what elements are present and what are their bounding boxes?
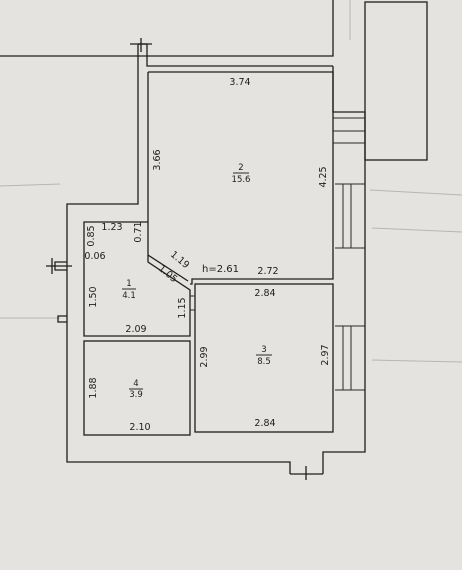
- dim-room1-left-lower: 1.50: [88, 286, 99, 307]
- dim-diagonal-outer: 1.19: [168, 249, 191, 271]
- dim-room1-right-upper: 0.71: [133, 221, 144, 242]
- dimension-labels: 3.74 3.66 4.25 2.72 1.19 1.05 1.23 0.85 …: [84, 77, 331, 433]
- dim-room4-left: 1.88: [88, 377, 99, 398]
- room-number: 3: [261, 345, 266, 355]
- section-marker-left: [46, 258, 72, 274]
- room-area: 4.1: [122, 291, 136, 301]
- dim-room2-right: 4.25: [318, 166, 329, 187]
- dim-room3-left: 2.99: [199, 346, 210, 367]
- window-middle: [335, 183, 365, 249]
- room-number: 1: [126, 279, 131, 289]
- room-area: 8.5: [257, 357, 271, 367]
- dim-diagonal-inner: 1.05: [156, 263, 179, 285]
- dim-room3-bottom: 2.84: [254, 418, 275, 429]
- ceiling-height-label: h=2.61: [202, 264, 239, 275]
- dim-room2-left: 3.66: [152, 149, 163, 170]
- room-1-label: 1 4.1: [122, 279, 136, 301]
- window-upper: [333, 117, 365, 144]
- room-area: 15.6: [232, 175, 251, 185]
- dim-room2-top: 3.74: [229, 77, 250, 88]
- dim-room1-left-upper: 0.85: [86, 225, 97, 246]
- dim-room3-right: 2.97: [320, 344, 331, 365]
- dim-room1-left-offset: 0.06: [84, 251, 105, 262]
- dim-room1-right-lower: 1.15: [177, 297, 188, 318]
- window-lower: [335, 325, 365, 391]
- room-2-label: 2 15.6: [232, 163, 251, 185]
- dim-room3-top: 2.84: [254, 288, 275, 299]
- dim-room1-top: 1.23: [101, 222, 122, 233]
- room-number: 2: [238, 163, 243, 173]
- dim-room1-bottom: 2.09: [125, 324, 146, 335]
- interior-walls: [83, 71, 334, 436]
- adjacent-structures: [0, 0, 428, 161]
- dim-room4-bottom: 2.10: [129, 422, 150, 433]
- section-marker-top: [130, 38, 152, 52]
- room-number: 4: [133, 379, 138, 389]
- background-lines: [0, 0, 462, 363]
- dim-room2-bottom: 2.72: [257, 266, 278, 277]
- room-area: 3.9: [129, 390, 143, 400]
- room-4-label: 4 3.9: [129, 379, 143, 400]
- room-3-label: 3 8.5: [256, 345, 272, 367]
